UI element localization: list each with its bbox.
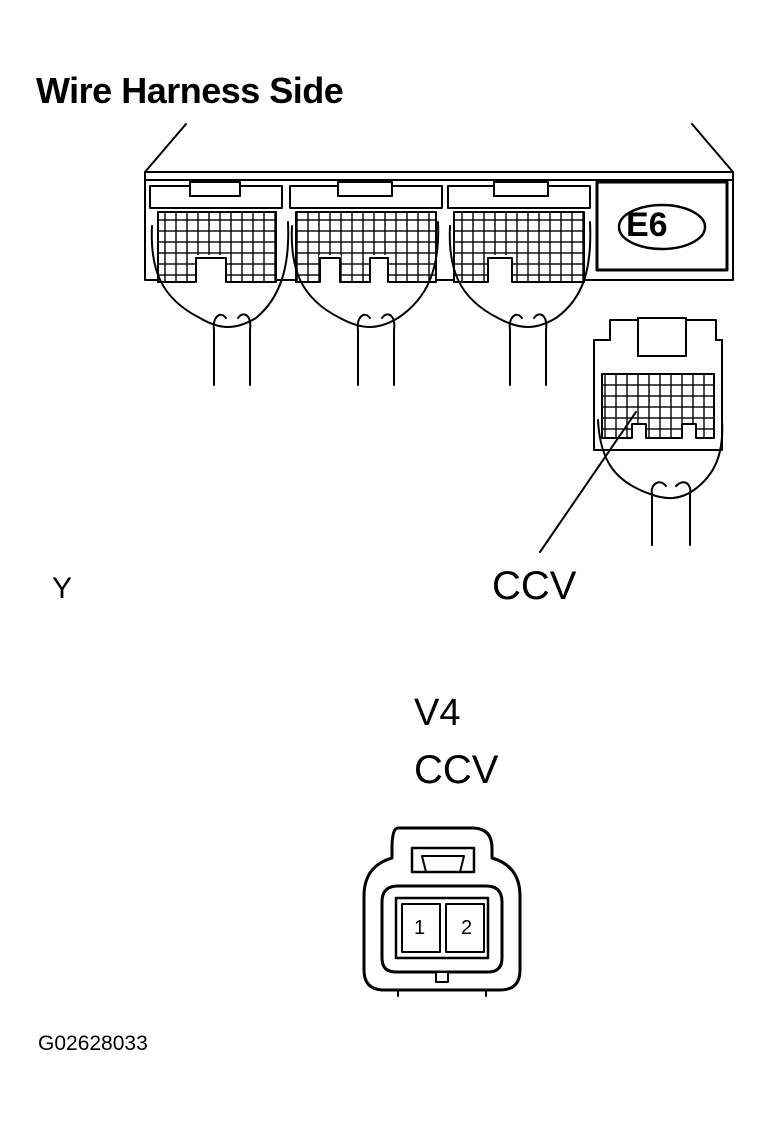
ecu-connector-c bbox=[447, 181, 592, 386]
valve-connector-v4 bbox=[362, 826, 522, 997]
ecu-terminal-label: CCV bbox=[492, 564, 577, 608]
valve-connector-name: CCV bbox=[414, 748, 499, 792]
ecu-connector-b bbox=[289, 181, 443, 386]
diagram-title: Wire Harness Side bbox=[36, 70, 344, 111]
ecu-connector-a bbox=[149, 181, 290, 386]
ecu-connector-d bbox=[539, 317, 724, 553]
ecu-housing bbox=[144, 123, 734, 281]
wire-color-label: Y bbox=[52, 572, 73, 605]
ecu-connector-label: E6 bbox=[626, 206, 668, 244]
figure-code: G02628033 bbox=[38, 1032, 148, 1055]
valve-connector-label: V4 bbox=[414, 692, 461, 734]
pin-1-label: 1 bbox=[414, 917, 426, 939]
pin-2-label: 2 bbox=[461, 917, 473, 939]
